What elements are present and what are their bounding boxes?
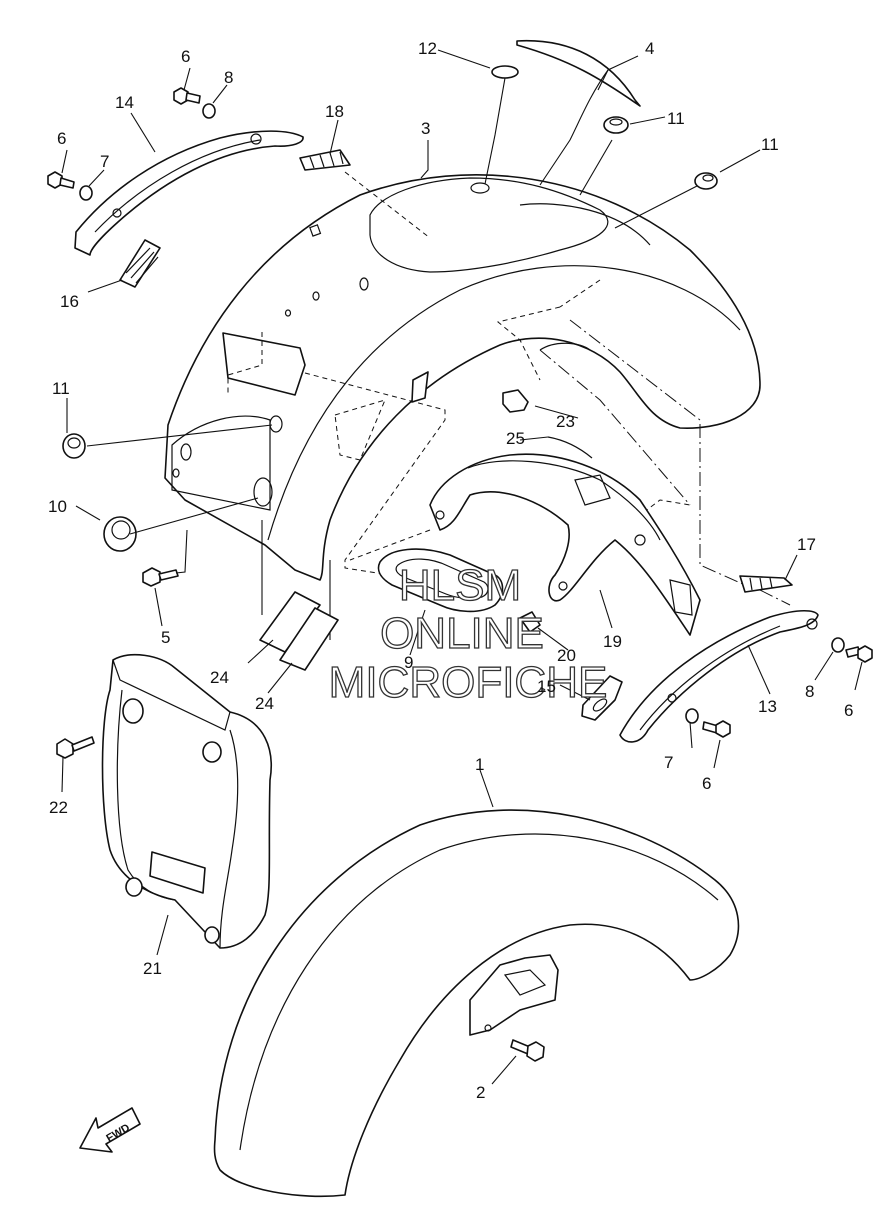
bracket-15 [581, 675, 623, 721]
washer-8-left [202, 103, 216, 119]
callout-4: 4 [645, 39, 654, 58]
callout-10: 10 [48, 497, 67, 516]
grommet-11-upper [603, 116, 629, 134]
callout-6-c: 6 [844, 701, 853, 720]
callout-12: 12 [418, 39, 437, 58]
grommet-11-right [694, 172, 718, 190]
callout-5: 5 [161, 628, 170, 647]
callout-14: 14 [115, 93, 134, 112]
callout-17: 17 [797, 535, 816, 554]
callout-19: 19 [603, 632, 622, 651]
clip-20 [519, 611, 541, 633]
label-24-b [279, 607, 339, 671]
washer-7-left [79, 185, 93, 201]
callout-20: 20 [557, 646, 576, 665]
callout-7-b: 7 [664, 753, 673, 772]
front-fender-1 [213, 809, 740, 1198]
callout-8-b: 8 [805, 682, 814, 701]
callout-18: 18 [325, 102, 344, 121]
callout-8-a: 8 [224, 68, 233, 87]
leader-lines [61, 49, 863, 1085]
grommet-11-left [62, 433, 86, 459]
fwd-arrow-icon: FWD [79, 1107, 141, 1153]
callout-24-a: 24 [210, 668, 229, 687]
watermark-line-2: ONLINE [380, 609, 544, 658]
callout-22: 22 [49, 798, 68, 817]
bolt-2 [510, 1039, 545, 1062]
bolt-6-left-top [173, 87, 201, 105]
watermark-line-1: HLSM [399, 561, 521, 610]
callout-21: 21 [143, 959, 162, 978]
side-rail-13 [619, 609, 819, 743]
rubber-pad-18 [299, 149, 351, 171]
washer-7-right [685, 708, 699, 724]
callout-2: 2 [476, 1083, 485, 1102]
washer-12 [491, 65, 519, 79]
lens-9 [377, 548, 504, 613]
callout-6-b: 6 [57, 129, 66, 148]
bolt-6-left [47, 171, 75, 189]
bolt-6-right [702, 720, 731, 738]
clip-nut-23 [502, 389, 529, 413]
inner-fender-19 [429, 453, 701, 636]
trim-25 [547, 436, 593, 459]
callout-25: 25 [506, 429, 525, 448]
washer-8-right [831, 637, 845, 653]
callout-16: 16 [60, 292, 79, 311]
bolt-5 [142, 567, 179, 587]
callout-3: 3 [421, 119, 430, 138]
bolt-22 [56, 736, 95, 759]
callout-24-b: 24 [255, 694, 274, 713]
rear-fender [164, 174, 761, 581]
callout-23: 23 [556, 412, 575, 431]
callout-6-d: 6 [702, 774, 711, 793]
callout-numbers: 1 2 3 4 5 6 6 6 6 7 7 8 8 9 10 11 11 11 … [48, 39, 853, 1102]
bolt-6-right-top [845, 645, 873, 663]
side-cover-21 [101, 653, 272, 949]
callout-11-b: 11 [761, 135, 779, 154]
grommet-10 [103, 516, 137, 552]
rubber-pad-16 [119, 239, 161, 288]
callout-13: 13 [758, 697, 777, 716]
callout-6-a: 6 [181, 47, 190, 66]
callout-11-a: 11 [667, 109, 685, 128]
callout-11-c: 11 [52, 379, 70, 398]
label-24-a [259, 591, 321, 653]
callout-9: 9 [404, 653, 413, 672]
rubber-pad-17 [739, 575, 793, 593]
side-rail-14 [74, 130, 304, 256]
watermark-line-3: MICROFICHE [329, 658, 608, 707]
trim-strip-4 [516, 39, 641, 107]
callout-15: 15 [537, 677, 556, 696]
watermark: HLSM ONLINE MICROFICHE [328, 560, 608, 707]
callout-7-a: 7 [100, 152, 109, 171]
callout-1: 1 [475, 755, 484, 774]
